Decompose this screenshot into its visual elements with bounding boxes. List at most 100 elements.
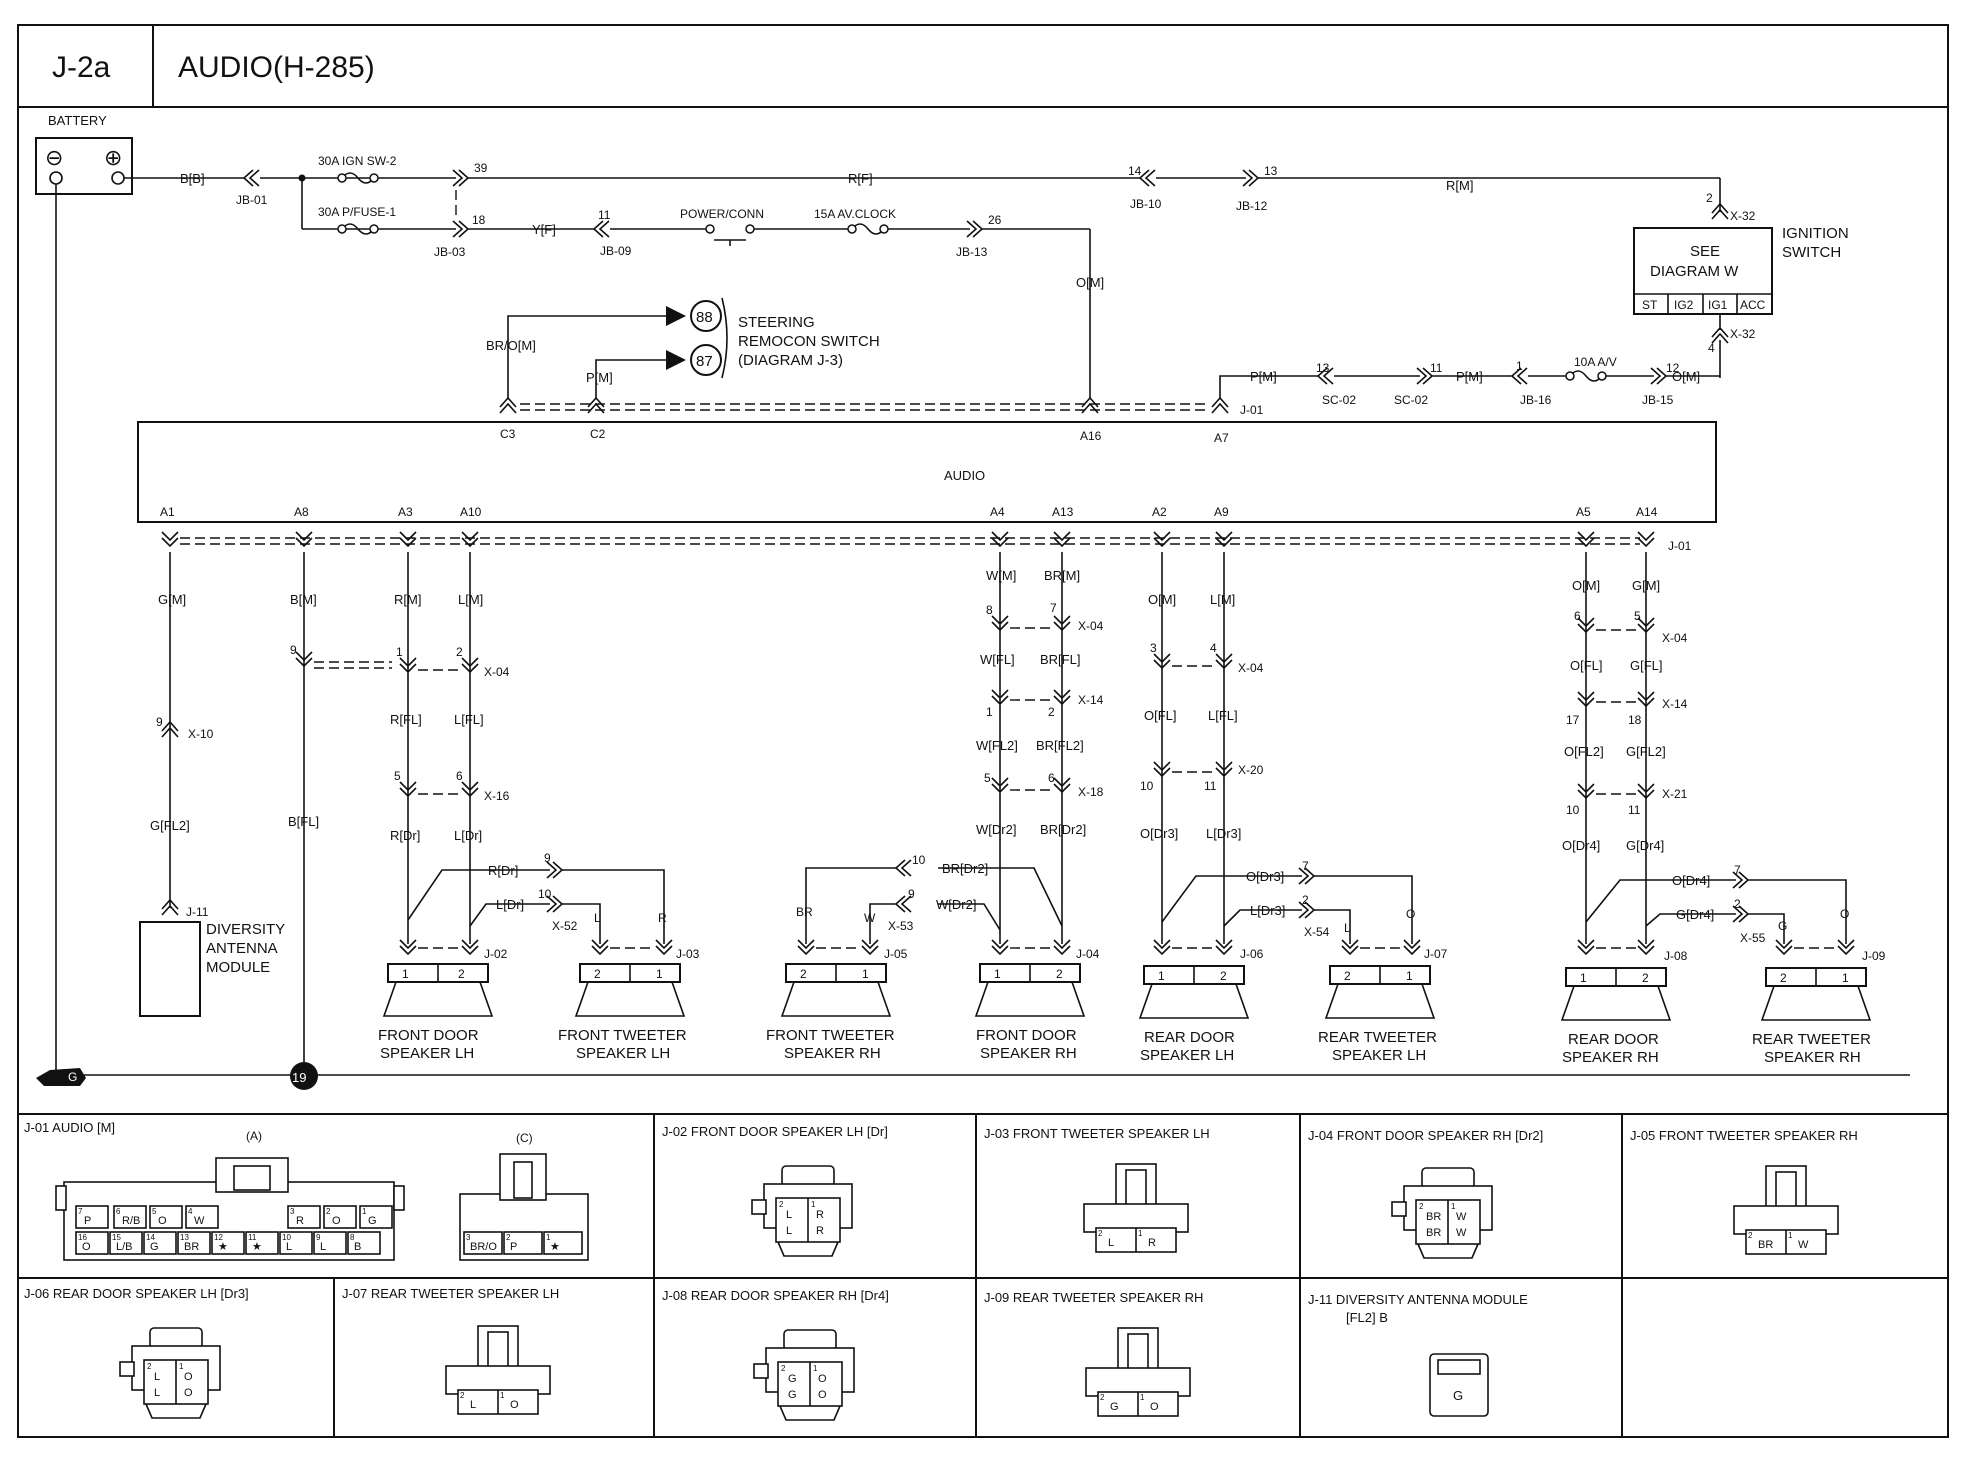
j06-pin-b: O <box>184 1371 193 1383</box>
fr-spk-2: 2 <box>1056 967 1063 981</box>
j04-pin-b: W <box>1456 1211 1467 1223</box>
j01-top-pin-color: W <box>194 1215 205 1227</box>
rr-pin-18: 18 <box>1628 713 1642 727</box>
j04-title: J-04 FRONT DOOR SPEAKER RH [Dr2] <box>1308 1128 1543 1143</box>
ground-19-label: 19 <box>292 1070 306 1085</box>
fl-pin-2: 2 <box>456 645 463 659</box>
j01-bottom-pin-color: B <box>354 1241 361 1253</box>
fr-tw-2: 2 <box>800 967 807 981</box>
rr-pin-17: 17 <box>1566 713 1580 727</box>
fr-tw-name1: FRONT TWEETER <box>766 1027 895 1044</box>
ignition-label: IGNITION <box>1782 225 1849 242</box>
wire-om-a16: O[M] <box>1076 275 1104 290</box>
front-lh-speakers: R[M] L[M] 1 2 X-04 R[FL] L[FL] 5 6 X-16 … <box>378 552 700 1062</box>
rr-tw-name2: SPEAKER RH <box>1764 1049 1861 1066</box>
j01-top-pin-color: O <box>332 1215 341 1227</box>
audio-pin-connector <box>161 531 179 547</box>
rl-x20: X-20 <box>1238 763 1264 777</box>
rr-x21: X-21 <box>1662 787 1688 801</box>
fl-x04: X-04 <box>484 665 510 679</box>
wire-rf: R[F] <box>848 171 873 186</box>
j01-bottom-pin-color: ★ <box>252 1241 262 1253</box>
j06-pin-d: O <box>184 1387 193 1399</box>
audio-pin-a1: A1 <box>160 505 175 519</box>
j01-bottom-pin-num: 15 <box>112 1233 121 1242</box>
j01c-pin-num: 3 <box>466 1233 471 1242</box>
rr-wire-gm: G[M] <box>1632 578 1660 593</box>
jb03-label: JB-03 <box>434 245 466 259</box>
fuse-pfuse1: 30A P/FUSE-1 <box>318 205 396 219</box>
fl-wire-ldr2: L[Dr] <box>496 897 524 912</box>
fl-tw-l: L <box>594 911 601 925</box>
fl-wire-rm: R[M] <box>394 592 421 607</box>
rr-wire-odr4b: O[Dr4] <box>1672 873 1710 888</box>
steering-label: STEERING <box>738 314 815 331</box>
pin-11b: 11 <box>1430 361 1443 375</box>
j01-bottom-pin-num: 10 <box>282 1233 291 1242</box>
j02-pin-1: 1 <box>811 1200 816 1209</box>
fr-wire-brfl: BR[FL] <box>1040 652 1080 667</box>
connector-table: J-01 AUDIO [M] (A) (C) 7P6R/B5O4W3R2O1G … <box>18 1113 1948 1437</box>
j01-bottom-pin-num: 13 <box>180 1233 189 1242</box>
header: J-2a AUDIO(H-285) <box>17 24 1949 1438</box>
rl-wire-ofl: O[FL] <box>1144 708 1177 723</box>
jb16-label: JB-16 <box>1520 393 1552 407</box>
j05-pin-2: 2 <box>1748 1231 1753 1240</box>
rl-tw-name2: SPEAKER LH <box>1332 1047 1426 1064</box>
j07-pin-a: L <box>470 1399 476 1411</box>
wire-om-jb15: O[M] <box>1672 369 1700 384</box>
j07-pin-b: O <box>510 1399 519 1411</box>
j01-bottom-pin-color: O <box>82 1241 91 1253</box>
ground-19 <box>290 1062 318 1090</box>
rear-lh-speakers: O[M] L[M] 3 4 X-04 O[FL] L[FL] 10 11 X-2… <box>1138 552 1448 1064</box>
battery-symbol <box>35 137 133 195</box>
fr-pin-5: 5 <box>984 771 991 785</box>
x32-label: X-32 <box>1730 209 1756 223</box>
pin-39: 39 <box>474 161 488 175</box>
rr-wire-gfl: G[FL] <box>1630 658 1663 673</box>
fr-wire-wfl: W[FL] <box>980 652 1015 667</box>
fr-x04: X-04 <box>1078 619 1104 633</box>
rl-pin-4: 4 <box>1210 641 1217 655</box>
j08-pin-2: 2 <box>781 1364 786 1373</box>
j08-pin-c: G <box>788 1389 797 1401</box>
rl-wire-odr3: O[Dr3] <box>1140 826 1178 841</box>
jb13-label: JB-13 <box>956 245 988 259</box>
j01-top-pin-num: 5 <box>152 1207 157 1216</box>
j01c-pin-color: ★ <box>550 1241 560 1253</box>
fl-tw-name2: SPEAKER LH <box>576 1045 670 1062</box>
audio-pin-a14: A14 <box>1636 505 1658 519</box>
fr-wire-wdr2b: W[Dr2] <box>936 897 976 912</box>
rr-x14: X-14 <box>1662 697 1688 711</box>
front-rh-speakers: W[M] BR[M] 8 7 X-04 W[FL] BR[FL] 1 2 X-1… <box>766 552 1104 1062</box>
battery-label: BATTERY <box>48 113 107 128</box>
diagram-title: AUDIO(H-285) <box>178 51 375 84</box>
j06-pin-a: L <box>154 1371 160 1383</box>
fr-wire-brfl2: BR[FL2] <box>1036 738 1084 753</box>
fr-door-name2: SPEAKER RH <box>980 1045 1077 1062</box>
fr-spk-1: 1 <box>994 967 1001 981</box>
j11-sub: [FL2] B <box>1346 1310 1388 1325</box>
j07-pin-2: 2 <box>460 1391 465 1400</box>
j01-a-label: (A) <box>246 1129 262 1143</box>
audio-pin-a10: A10 <box>460 505 482 519</box>
rr-door-name2: SPEAKER RH <box>1562 1049 1659 1066</box>
fr-pin-10: 10 <box>912 853 926 867</box>
j07-pin-1: 1 <box>500 1391 505 1400</box>
j03-pin-1: 1 <box>1138 1229 1143 1238</box>
j09-pin-b: O <box>1150 1401 1159 1413</box>
j01-top-pin-color: G <box>368 1215 377 1227</box>
fl-wire-lfl: L[FL] <box>454 712 484 727</box>
rr-door-name1: REAR DOOR <box>1568 1031 1659 1048</box>
remocon-label: REMOCON SWITCH <box>738 333 880 350</box>
wire-battery-label: B[B] <box>180 171 205 186</box>
rr-wire-ofl: O[FL] <box>1570 658 1603 673</box>
j01-bottom-pin-color: L/B <box>116 1241 133 1253</box>
jb09-label: JB-09 <box>600 244 632 258</box>
pin-18: 18 <box>472 213 486 227</box>
rl-tw-2: 2 <box>1344 969 1351 983</box>
j01-bottom-pin <box>313 1231 347 1255</box>
